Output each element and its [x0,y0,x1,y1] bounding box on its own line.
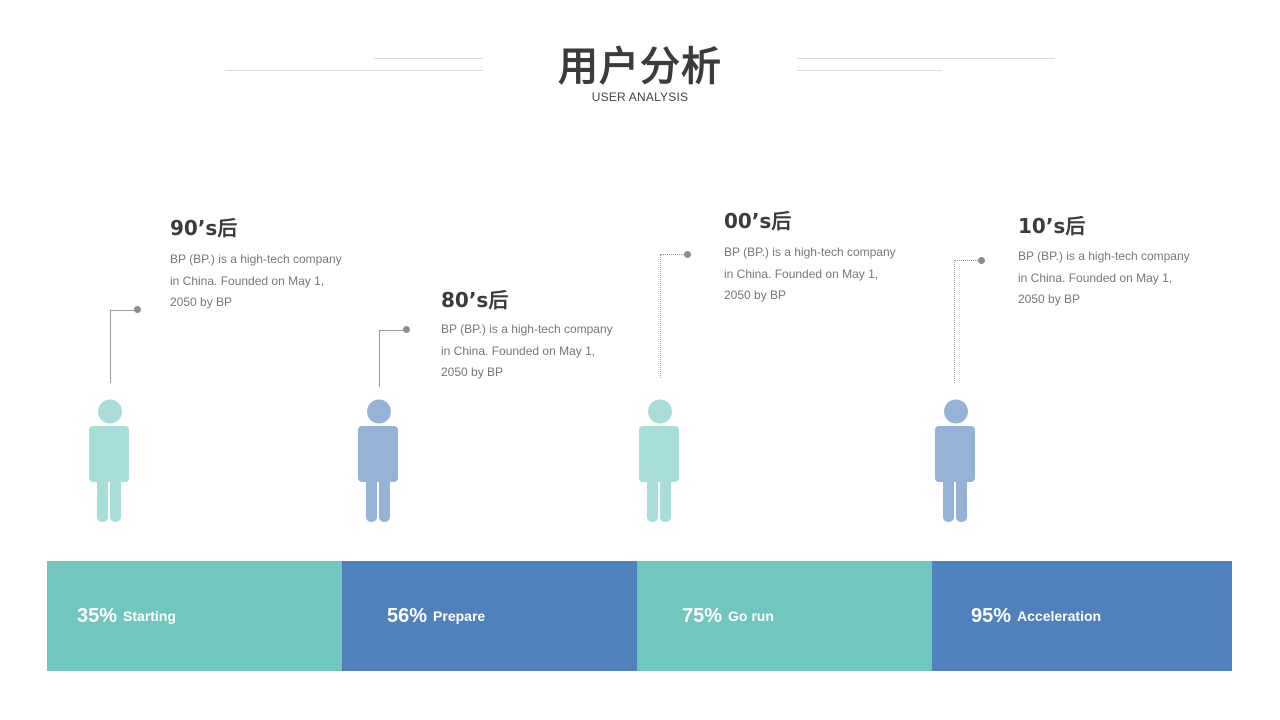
header-line-left-long [225,70,483,71]
stage-bar-acceleration: 95% Acceleration [932,561,1232,671]
stage-label: Acceleration [1017,608,1102,624]
leader-line-80s-h [379,330,405,331]
generation-title-00s: 00’s后 [724,209,792,233]
header-line-left-short [374,58,483,59]
stage-bar-starting: 35% Starting [47,561,342,671]
stage-percent: 95% [971,604,1012,627]
stage-label: Prepare [433,608,486,624]
person-icon [639,399,681,522]
header-line-right-long [797,58,1055,59]
stage-percent: 75% [682,604,723,627]
stage-bar-go-run: 75% Go run [637,561,932,671]
generation-desc-90s: BP (BP.) is a high-tech company in China… [170,252,342,309]
generation-title-10s: 10’s后 [1018,214,1086,238]
leader-dot-10s [978,257,985,264]
stage-label: Starting [123,608,176,624]
page-subtitle: USER ANALYSIS [591,90,689,104]
person-icon [935,399,977,522]
generation-desc-00s: BP (BP.) is a high-tech company in China… [724,245,896,302]
leader-dot-80s [403,326,410,333]
leader-line-90s-h [110,310,136,311]
leader-line-10s-h [954,260,980,261]
leader-line-90s [110,310,111,383]
stage-bar-prepare: 56% Prepare [342,561,637,671]
stage-label: Go run [728,608,774,624]
generation-desc-10s: BP (BP.) is a high-tech company in China… [1018,249,1190,306]
generation-title-80s: 80’s后 [441,288,509,312]
leader-dot-90s [134,306,141,313]
generation-desc-80s: BP (BP.) is a high-tech company in China… [441,322,613,379]
page-title: 用户分析 [558,44,722,90]
leader-dot-00s [684,251,691,258]
leader-line-10s [954,260,955,383]
stage-percent: 56% [387,604,428,627]
generation-title-90s: 90’s后 [170,216,238,240]
leader-line-00s-h [660,254,686,255]
person-icon [89,399,131,522]
person-icon [358,399,400,522]
leader-line-80s [379,330,380,387]
stage-percent: 35% [77,604,118,627]
header-line-right-short [797,70,942,71]
leader-line-00s [660,254,661,378]
